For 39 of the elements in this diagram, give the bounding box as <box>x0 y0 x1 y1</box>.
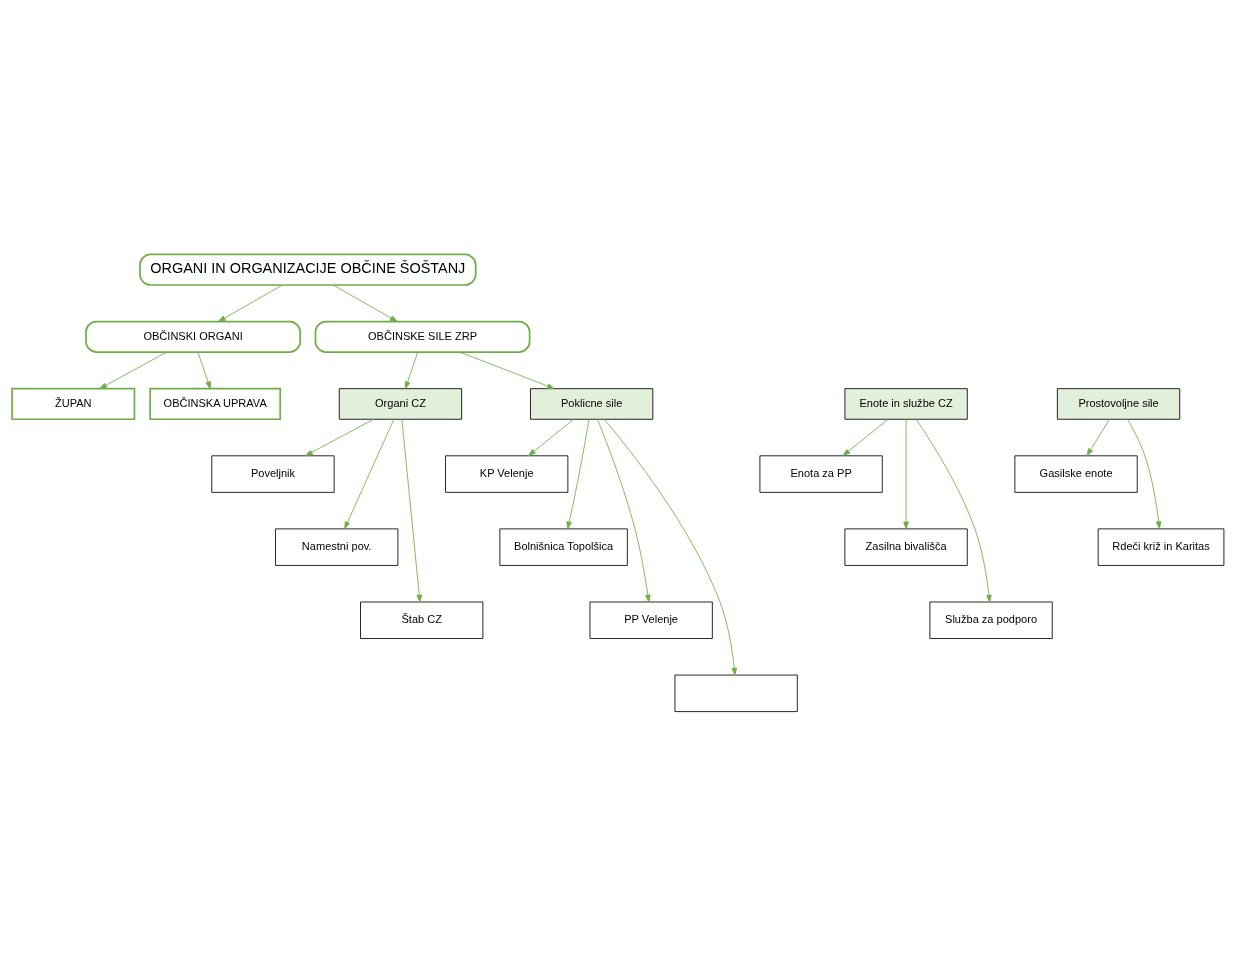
arrow <box>903 418 909 529</box>
arrow <box>197 351 211 389</box>
node-box: Služba za podporo <box>929 601 1053 639</box>
node-box: Gasilske enote <box>1014 454 1138 493</box>
arrow <box>218 284 283 322</box>
node-box: Bolnišnica Topolšica <box>499 527 628 566</box>
node-box: OBČINSKI ORGANI <box>85 320 302 353</box>
arrow <box>404 351 419 389</box>
arrow <box>528 418 575 456</box>
arrow <box>603 418 738 675</box>
node-box: ŽUPAN <box>11 387 136 420</box>
arrow <box>1086 418 1110 456</box>
node-box: Namestni pov. <box>275 527 399 566</box>
arrow <box>401 418 423 602</box>
node-box: Poveljnik <box>211 454 335 493</box>
node-box: Štab CZ <box>360 601 484 639</box>
node-box: Rdeči križ in Karitas <box>1097 527 1225 566</box>
node-box: Organi CZ <box>338 387 463 420</box>
arrow <box>566 418 590 529</box>
node-box: Enote in službe CZ <box>844 387 968 420</box>
arrow <box>344 418 395 529</box>
node-box: OBČINSKA UPRAVA <box>149 387 282 420</box>
node-box <box>674 674 798 712</box>
node-box: PP Velenje <box>589 601 713 639</box>
node-box: Prostovoljne sile <box>1056 387 1181 420</box>
arrow <box>459 351 555 389</box>
node-box: KP Velenje <box>445 454 569 493</box>
node-box: Poklicne sile <box>530 387 654 420</box>
node-box: Zasilna bivališča <box>844 527 968 566</box>
arrow <box>305 418 374 456</box>
arrow <box>1127 418 1162 529</box>
arrow <box>842 418 889 456</box>
arrow <box>597 418 651 602</box>
arrow <box>915 418 992 602</box>
arrow <box>99 351 167 389</box>
node-box: OBČINSKE SILE ZRP <box>314 320 531 353</box>
arrow <box>332 284 398 322</box>
node-box: Enota za PP <box>759 454 883 493</box>
node-box: ORGANI IN ORGANIZACIJE OBČINE ŠOŠTANJ <box>139 253 477 286</box>
